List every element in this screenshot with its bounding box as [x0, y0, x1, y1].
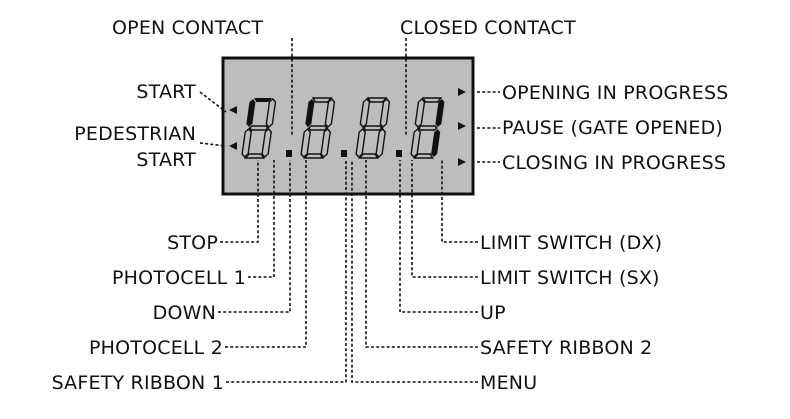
label-open-contact: OPEN CONTACT — [112, 17, 263, 39]
pause-indicator-arrow — [458, 122, 466, 130]
closing-indicator-arrow — [458, 158, 466, 166]
label-photocell-2: PHOTOCELL 2 — [89, 337, 223, 359]
label-start: START — [136, 81, 196, 103]
decimal-point-2 — [341, 150, 347, 157]
label-stop: STOP — [167, 232, 218, 254]
diagram-labels: OPEN CONTACT CLOSED CONTACT START PEDEST… — [52, 17, 729, 394]
decimal-point-3 — [396, 150, 402, 157]
digit-3 — [355, 97, 391, 159]
seven-segment-digits — [241, 97, 445, 159]
leader-lines — [199, 38, 500, 383]
label-safety-ribbon-2: SAFETY RIBBON 2 — [480, 337, 652, 359]
side-indicators — [229, 88, 466, 166]
label-pause-gate-opened: PAUSE (GATE OPENED) — [502, 117, 723, 139]
label-opening-in-progress: OPENING IN PROGRESS — [502, 82, 729, 104]
label-photocell-1: PHOTOCELL 1 — [112, 267, 246, 289]
decimal-point-1 — [286, 150, 292, 157]
start-indicator-arrow — [229, 106, 237, 114]
label-limit-switch-dx: LIMIT SWITCH (DX) — [480, 232, 662, 254]
opening-indicator-arrow — [458, 88, 466, 96]
label-closed-contact: CLOSED CONTACT — [400, 17, 576, 39]
label-safety-ribbon-1: SAFETY RIBBON 1 — [52, 372, 224, 394]
label-down: DOWN — [153, 302, 216, 324]
pedestrian-start-indicator-arrow — [229, 142, 237, 150]
digit-1 — [241, 98, 277, 159]
label-closing-in-progress: CLOSING IN PROGRESS — [502, 152, 726, 174]
label-up: UP — [480, 302, 506, 324]
label-pedestrian-start: START — [136, 149, 196, 171]
digit-4 — [410, 97, 445, 159]
label-menu: MENU — [480, 372, 537, 394]
label-limit-switch-sx: LIMIT SWITCH (SX) — [480, 267, 660, 289]
digit-2 — [300, 97, 336, 159]
decimal-points — [286, 150, 402, 157]
label-pedestrian: PEDESTRIAN — [74, 123, 196, 145]
